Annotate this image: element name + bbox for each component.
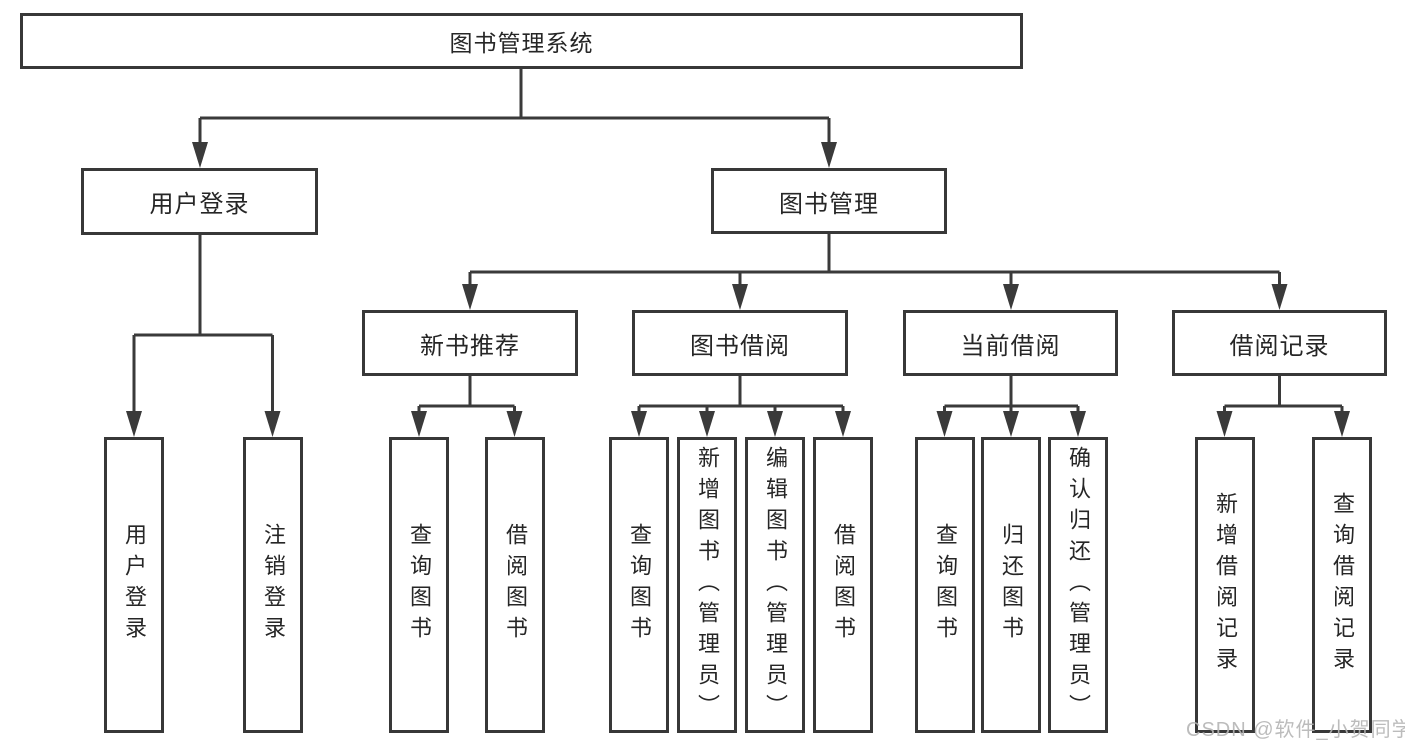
node-book-borrow: 图书借阅 xyxy=(632,310,848,376)
node-book-management: 图书管理 xyxy=(711,168,947,234)
leaf-borrow-borrow-books: 借阅图书 xyxy=(813,437,873,733)
leaf-newbook-borrow-books: 借阅图书 xyxy=(485,437,545,733)
leaf-newbook-query-books: 查询图书 xyxy=(389,437,449,733)
node-system-root: 图书管理系统 xyxy=(20,13,1023,69)
leaf-label: 确认归还（管理员） xyxy=(1066,445,1091,725)
leaf-borrow-add-books-admin: 新增图书（管理员） xyxy=(677,437,737,733)
node-borrow-records: 借阅记录 xyxy=(1172,310,1387,376)
leaf-label: 查询图书 xyxy=(627,523,652,647)
leaf-label: 用户登录 xyxy=(122,523,147,647)
leaf-current-query-books: 查询图书 xyxy=(915,437,975,733)
leaf-record-add-record: 新增借阅记录 xyxy=(1195,437,1255,733)
leaf-user-login: 用户登录 xyxy=(104,437,164,733)
leaf-borrow-edit-books-admin: 编辑图书（管理员） xyxy=(745,437,805,733)
leaf-borrow-query-books: 查询图书 xyxy=(609,437,669,733)
leaf-label: 查询图书 xyxy=(407,523,432,647)
leaf-label: 编辑图书（管理员） xyxy=(763,445,788,725)
leaf-label: 查询图书 xyxy=(933,523,958,647)
leaf-current-return-books: 归还图书 xyxy=(981,437,1041,733)
leaf-label: 借阅图书 xyxy=(503,523,528,647)
csdn-watermark: CSDN @软件_小贺同学 xyxy=(1186,719,1405,741)
arrowheads xyxy=(126,142,1350,437)
leaf-label: 新增图书（管理员） xyxy=(695,445,720,725)
leaf-label: 注销登录 xyxy=(261,523,286,647)
leaf-label: 借阅图书 xyxy=(831,523,856,647)
leaf-label: 查询借阅记录 xyxy=(1330,492,1355,678)
leaf-record-query-record: 查询借阅记录 xyxy=(1312,437,1372,733)
leaf-label: 新增借阅记录 xyxy=(1213,492,1238,678)
leaf-logout: 注销登录 xyxy=(243,437,303,733)
node-current-borrow: 当前借阅 xyxy=(903,310,1118,376)
node-new-book-recommend: 新书推荐 xyxy=(362,310,578,376)
node-user-login: 用户登录 xyxy=(81,168,318,235)
leaf-label: 归还图书 xyxy=(999,523,1024,647)
leaf-current-confirm-return-admin: 确认归还（管理员） xyxy=(1048,437,1108,733)
